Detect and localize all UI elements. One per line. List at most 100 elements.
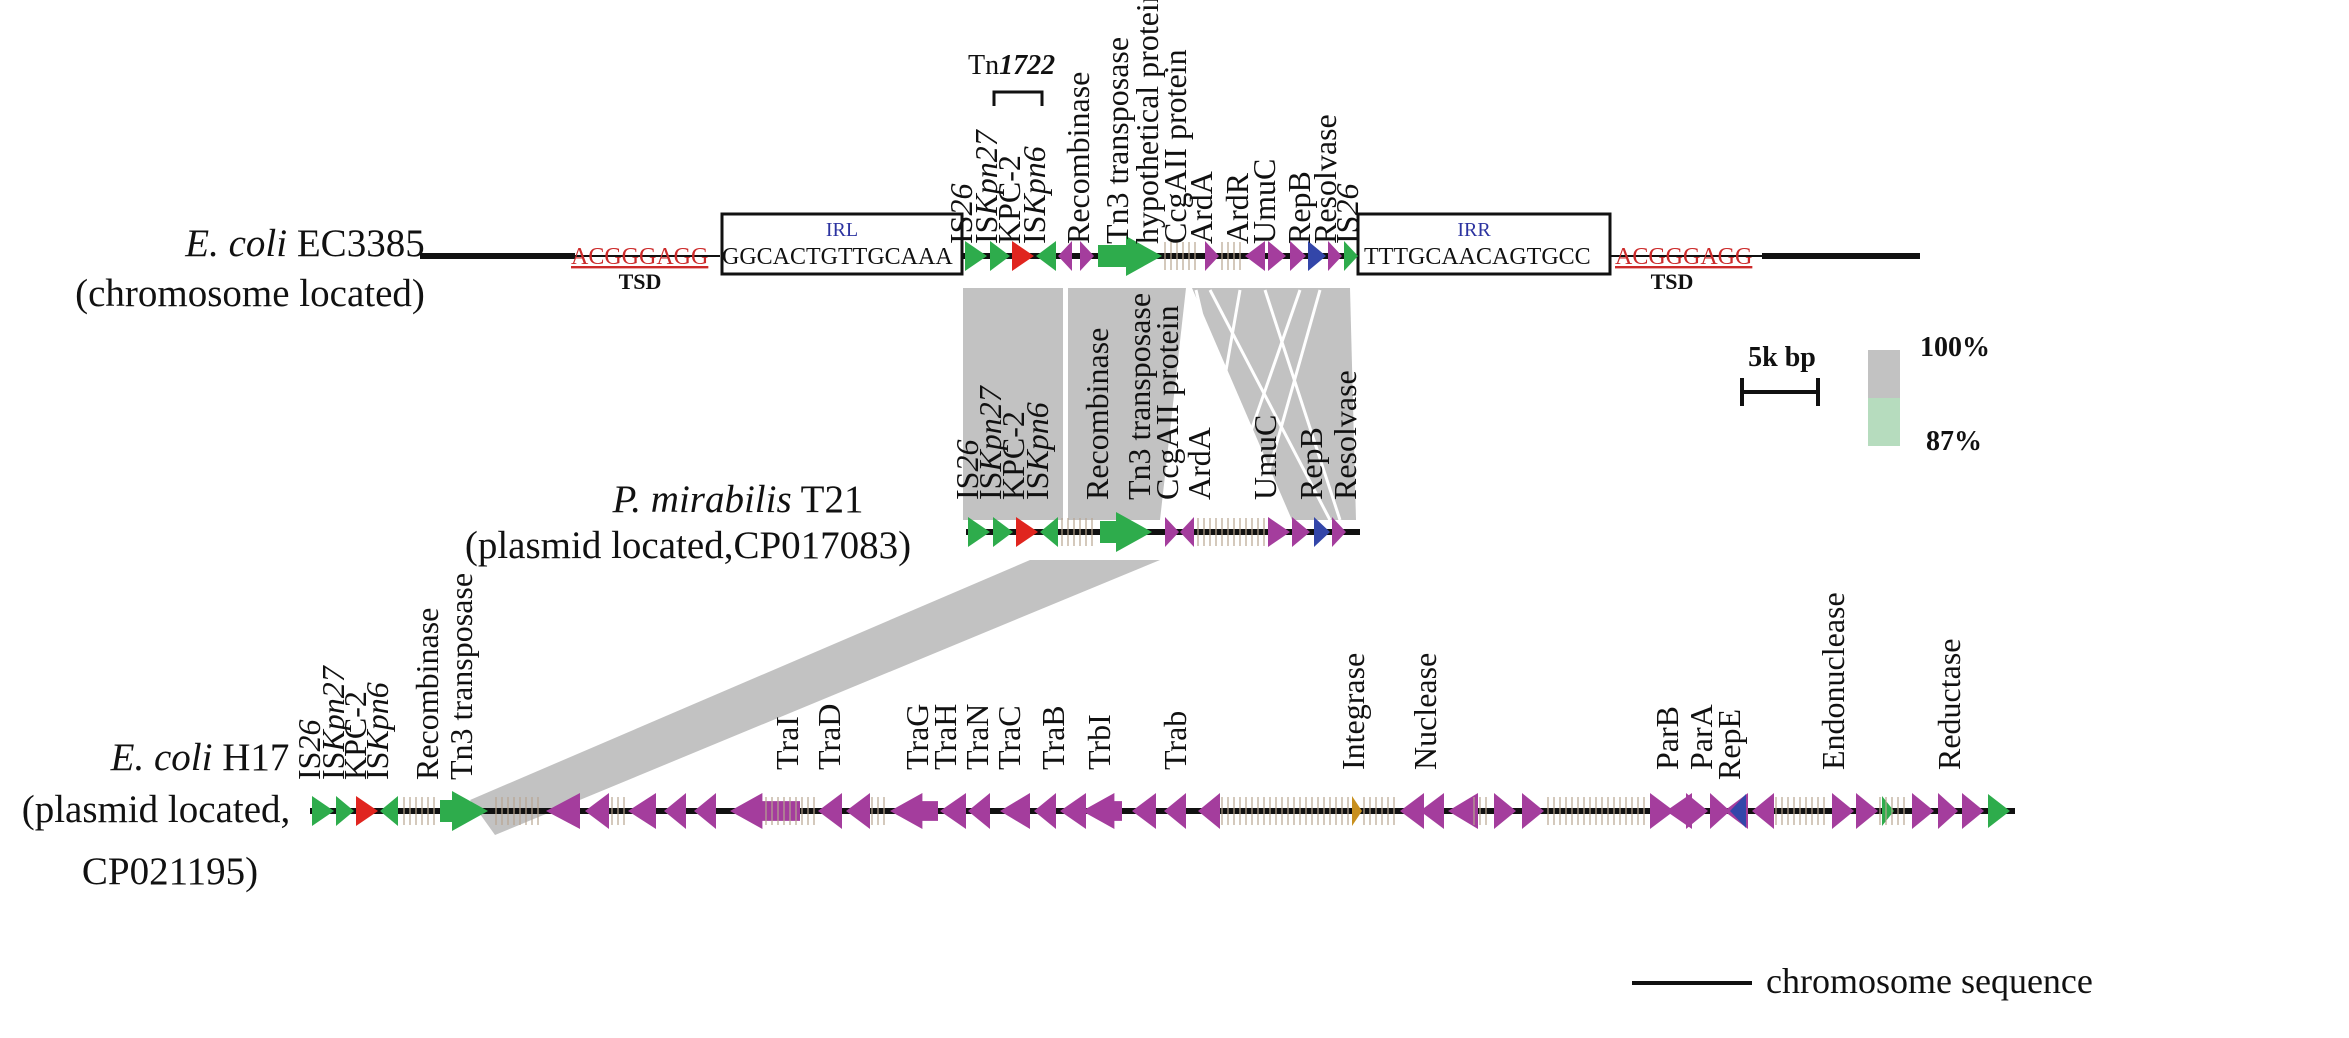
gene-arrow (1314, 517, 1330, 547)
gene-arrow (846, 793, 870, 829)
gene-arrow (1400, 793, 1424, 829)
irl-label: IRL (826, 219, 858, 241)
gene-arrow (1290, 241, 1306, 271)
gene-arrow (965, 241, 987, 271)
gene-arrow (1420, 793, 1444, 829)
gene-label: ISKpn6 (1019, 402, 1055, 500)
gene-label: UmuC (1247, 415, 1283, 500)
gene-label: Tn3 transposase (443, 573, 479, 780)
gene-label: TraD (811, 704, 847, 770)
gene-label: IS26 (949, 440, 985, 500)
gene-arrow (1016, 517, 1038, 547)
homology-ribbon (963, 288, 1063, 520)
track-name-h17: E. coli H17 (110, 736, 290, 779)
gene-label: ISKpn27 (315, 664, 351, 780)
figure-text: ACGGGAGG GGCACTGTTGCAAA IRL TSD TTTGCAACAGTG… (22, 50, 2093, 1001)
homology-ribbon (1192, 288, 1356, 520)
irl-box (720, 212, 964, 276)
gene-arrow (1332, 517, 1346, 547)
irr-box (1356, 212, 1612, 276)
irr-sequence: TTTGCAACAGTGCC (1364, 244, 1591, 270)
irl-sequence: GGCACTGTTGCAAA (722, 244, 953, 270)
gene-arrow (1882, 796, 1894, 826)
gene-arrow (1752, 793, 1774, 829)
tn1722-label: Tn1722 (968, 50, 1055, 81)
gene-label: IS26 (291, 720, 327, 780)
gene-arrow (694, 793, 716, 829)
gene-label: RepE (1711, 709, 1747, 780)
gene-arrow (1060, 793, 1086, 829)
gene-label: Recombinase (409, 608, 445, 780)
gene-arrow (1328, 241, 1342, 271)
gene-label: TraC (991, 705, 1027, 770)
gene-arrow (1650, 793, 1674, 829)
gene-arrow (1040, 517, 1058, 547)
homology-link (1208, 289, 1332, 521)
gene-label: ISKpn6 (359, 682, 395, 780)
gene-arrow (336, 796, 354, 826)
homology-ribbons (470, 288, 1356, 835)
track-subtitle-h17-line2: CP021195) (82, 850, 258, 893)
gene-arrow (1268, 517, 1290, 547)
gene-label: IS26 (1329, 184, 1365, 244)
gene-arrow (993, 517, 1013, 547)
gene-label: ISKpn6 (1016, 146, 1052, 244)
gene-arrow (664, 793, 686, 829)
gene-arrow (730, 793, 800, 829)
gene-arrow (1856, 793, 1878, 829)
gene-label: IS26 (943, 184, 979, 244)
gene-label: TraI (769, 716, 805, 770)
track-subtitle-ec3385: (chromosome located) (75, 272, 425, 315)
gene-label: Nuclease (1407, 653, 1443, 770)
track-name-ec3385: E. coli EC3385 (184, 222, 424, 265)
tsd-sequence-right: ACGGGAGG (1615, 244, 1752, 270)
homology-ribbon (470, 560, 1160, 835)
gene-arrow (356, 796, 378, 826)
gene-arrow (1448, 793, 1478, 829)
gene-label: ISKpn27 (968, 128, 1004, 244)
gene-arrow (1494, 793, 1516, 829)
gene-arrow (440, 791, 488, 831)
homology-link (1194, 289, 1252, 521)
tn1722-bracket (992, 90, 1044, 106)
gene-label: Resolvase (1327, 370, 1363, 500)
gene-label: TrbI (1081, 714, 1117, 770)
gene-arrow (1988, 794, 2010, 828)
gene-label: Integrase (1335, 653, 1371, 770)
gene-arrow (1292, 517, 1310, 547)
gene-label: Tn3 transposase (1099, 37, 1135, 244)
gene-label: UmuC (1246, 159, 1282, 244)
gene-arrow (1666, 793, 1692, 829)
gene-arrow (968, 793, 990, 829)
gene-arrow (1962, 793, 1984, 829)
gene-arrow (940, 793, 966, 829)
gene-arrow (546, 793, 580, 829)
gene-arrow (1245, 241, 1265, 271)
gene-arrow (1710, 793, 1730, 829)
gene-arrow (1012, 241, 1034, 271)
gene-label: ISKpn27 (972, 384, 1008, 500)
gene-label: ArdA (1183, 171, 1219, 244)
tsd-label-left: TSD (619, 269, 662, 294)
gene-label: RepB (1281, 171, 1317, 244)
gene-arrow (1080, 241, 1094, 271)
gene-label: CcgAII protein (1157, 49, 1193, 244)
homology-link (1263, 289, 1342, 521)
gene-arrows (312, 236, 2010, 831)
gene-label: RepB (1293, 427, 1329, 500)
gene-label: ArdR (1219, 172, 1255, 244)
gene-label: KPC-2 (337, 691, 373, 780)
gene-arrow (1205, 241, 1219, 271)
gene-label: TraH (927, 704, 963, 770)
gene-arrow (1912, 793, 1934, 829)
gene-arrow (1198, 793, 1220, 829)
gene-arrow (1308, 241, 1326, 271)
gene-label: ArdA (1181, 427, 1217, 500)
gene-label: ParB (1649, 706, 1685, 770)
gene-arrow (1352, 796, 1362, 826)
track-subtitle-t21: (plasmid located,CP017083) (465, 524, 911, 567)
identity-low-label: 87% (1926, 426, 1982, 457)
